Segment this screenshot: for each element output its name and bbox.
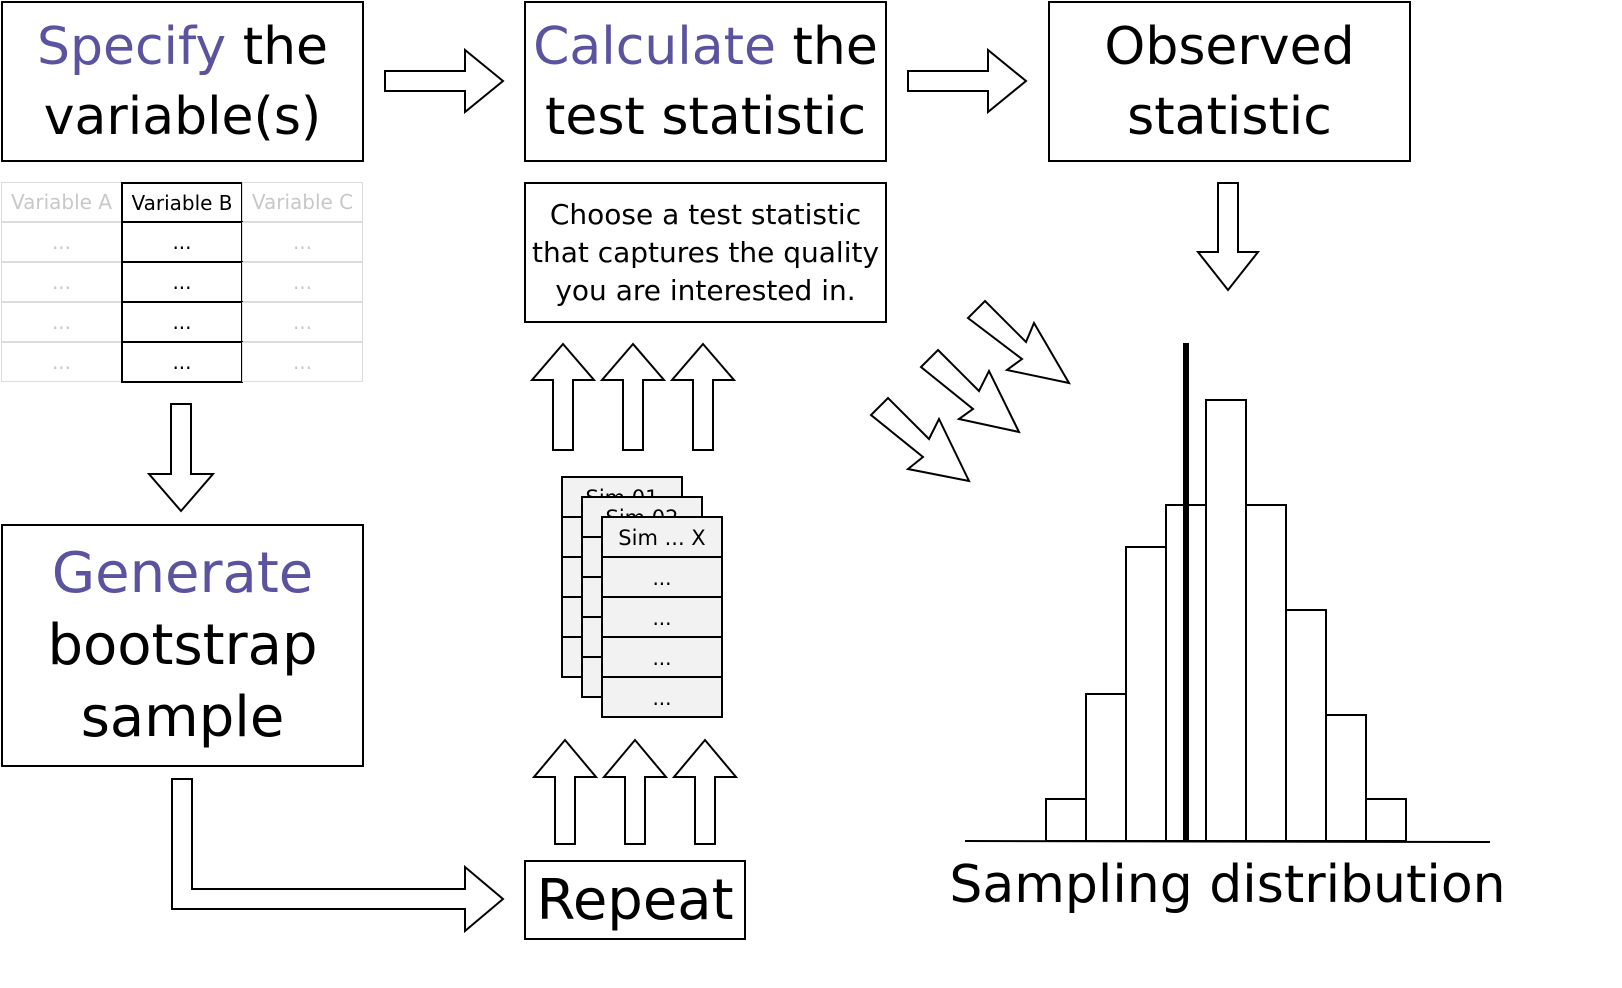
arrow-up-icon [671, 738, 739, 845]
histogram-bar [1205, 399, 1247, 842]
note-line1: Choose a test statistic [549, 197, 862, 231]
specify-line2: variable(s) [43, 86, 322, 147]
observed-line1: Observed [1104, 16, 1355, 77]
arrow-up-icon [601, 738, 669, 845]
simulation-row: ... [603, 676, 721, 718]
histogram-bar [1045, 798, 1087, 842]
generate-accent-text: Generate [51, 540, 314, 606]
histogram-baseline [964, 840, 1491, 843]
table-cell: ... [242, 342, 363, 382]
arrow-diagonal-icon [869, 396, 971, 483]
table-cell: ... [121, 341, 243, 383]
sampling-distribution-label: Sampling distribution [949, 855, 1506, 915]
arrow-up-icon [669, 342, 737, 451]
arrow-up-icon [531, 738, 599, 845]
arrow-up-icon [599, 342, 667, 451]
test-statistic-note: Choose a test statistic that captures th… [524, 182, 887, 323]
histogram-bar [1085, 693, 1127, 842]
specify-step-box: Specify the variable(s) [1, 1, 364, 162]
generate-line3: sample [80, 684, 285, 750]
calculate-step-box: Calculate the test statistic [524, 1, 887, 162]
histogram-bar [1245, 504, 1287, 842]
repeat-label: Repeat [536, 867, 734, 933]
histogram-bar [1125, 546, 1167, 842]
note-line2: that captures the quality [531, 235, 880, 269]
arrow-bent-icon [171, 778, 505, 934]
simulation-label: Sim ... X [618, 525, 706, 550]
arrow-diagonal-icon [966, 299, 1071, 385]
simulation-row: ... [603, 636, 721, 678]
calculate-accent-text: Calculate [533, 16, 776, 77]
repeat-step-box: Repeat [524, 860, 746, 940]
arrow-diagonal-icon [919, 348, 1021, 434]
arrow-right-icon [907, 47, 1028, 115]
table-cell: ... [242, 302, 363, 342]
histogram-bar [1325, 714, 1367, 842]
table-cell: ... [242, 222, 363, 262]
table-cell: ... [121, 301, 243, 343]
specify-rest-text: the [226, 16, 329, 77]
histogram-bar [1285, 609, 1327, 842]
generate-line2: bootstrap [47, 612, 318, 678]
observed-step-box: Observed statistic [1048, 1, 1411, 162]
variable-c-header: Variable C [242, 182, 363, 222]
observed-line2: statistic [1127, 86, 1332, 147]
table-cell: ... [242, 262, 363, 302]
simulation-row: ... [603, 556, 721, 598]
arrow-up-icon [529, 342, 597, 451]
arrow-down-icon [146, 403, 216, 513]
histogram-bar [1365, 798, 1407, 842]
calculate-line2: test statistic [544, 86, 867, 147]
histogram [1045, 399, 1407, 842]
arrow-down-icon [1195, 182, 1261, 292]
generate-step-box: Generate bootstrap sample [1, 524, 364, 767]
note-line3: you are interested in. [555, 273, 856, 307]
calculate-rest-text: the [776, 16, 878, 77]
arrow-right-icon [384, 47, 505, 115]
simulation-card: Sim ... X ... ... ... ... [601, 516, 723, 718]
simulation-row: ... [603, 596, 721, 638]
table-cell: ... [121, 261, 243, 303]
variable-a-header: Variable A [1, 182, 122, 222]
specify-accent-text: Specify [36, 16, 227, 77]
